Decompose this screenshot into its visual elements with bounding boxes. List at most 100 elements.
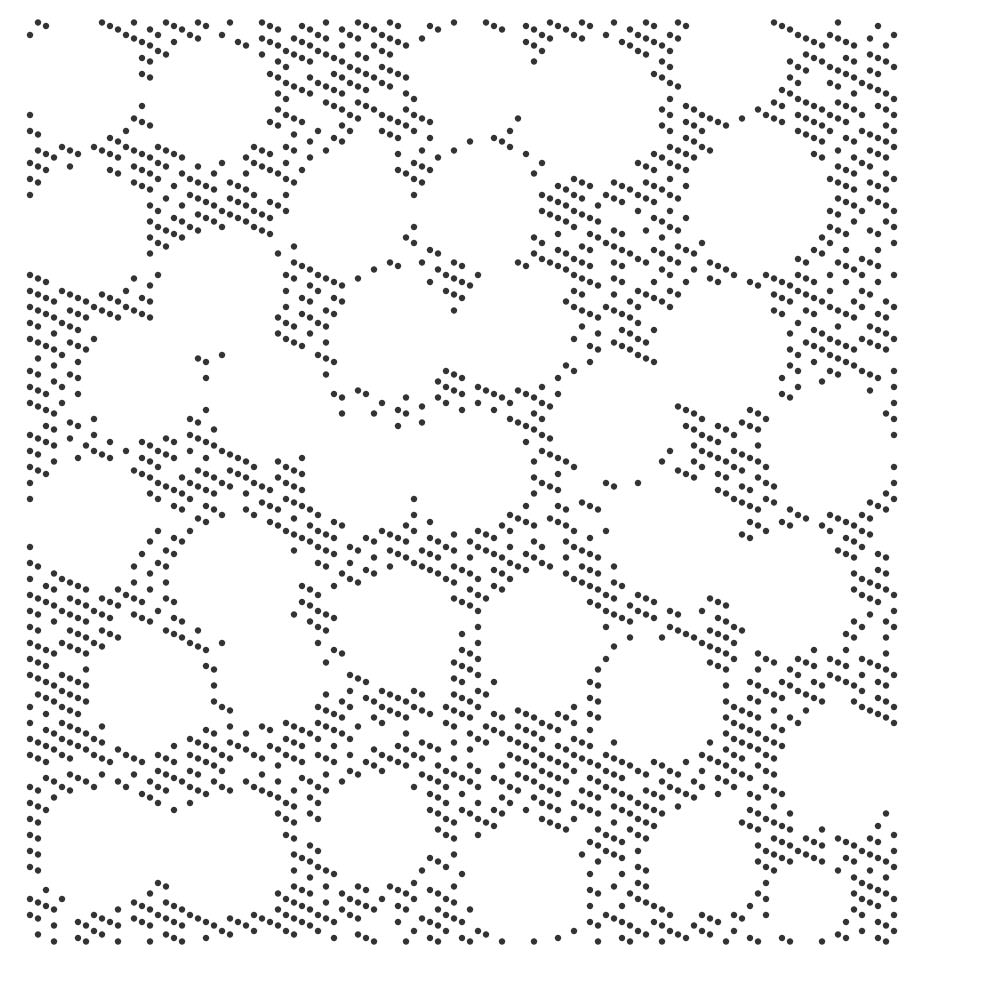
dot xyxy=(154,559,162,567)
dot xyxy=(874,342,882,350)
dot xyxy=(778,310,786,318)
dot xyxy=(770,707,778,714)
dot xyxy=(74,342,82,350)
dot xyxy=(442,271,450,279)
dot xyxy=(754,890,762,897)
dot xyxy=(98,771,106,778)
dot xyxy=(802,67,810,74)
dot xyxy=(282,63,290,71)
dot xyxy=(74,630,82,638)
dot xyxy=(218,639,226,647)
dot xyxy=(754,730,762,737)
dot xyxy=(546,755,554,762)
dot xyxy=(322,99,330,106)
dot xyxy=(274,890,282,897)
dot xyxy=(890,399,898,407)
dot xyxy=(530,234,538,241)
dot xyxy=(50,410,58,417)
dot xyxy=(866,147,874,154)
dot xyxy=(34,691,42,698)
dot xyxy=(34,131,42,138)
dot xyxy=(858,511,866,519)
dot xyxy=(314,751,322,759)
dot xyxy=(834,355,842,362)
dot xyxy=(594,570,602,577)
dot xyxy=(362,390,370,398)
dot xyxy=(570,815,578,823)
dot xyxy=(210,442,218,449)
dot xyxy=(650,822,658,830)
dot xyxy=(346,735,354,743)
dot xyxy=(290,243,298,250)
dot xyxy=(250,783,258,791)
dot xyxy=(146,74,154,81)
dot xyxy=(426,854,434,862)
dot xyxy=(826,207,834,215)
dot xyxy=(842,678,850,686)
dot xyxy=(722,730,730,737)
dot xyxy=(810,38,818,46)
dot xyxy=(666,911,674,919)
dot xyxy=(762,911,770,919)
dot xyxy=(58,783,66,791)
dot xyxy=(794,671,802,679)
dot xyxy=(354,35,362,42)
dot xyxy=(858,335,866,343)
dot xyxy=(434,938,442,945)
dot xyxy=(858,287,866,295)
dot xyxy=(778,374,786,382)
dot xyxy=(706,755,714,762)
dot xyxy=(746,822,754,830)
dot xyxy=(474,783,482,791)
dot xyxy=(570,463,578,471)
dot xyxy=(818,858,826,865)
dot xyxy=(586,870,594,878)
dot xyxy=(338,106,346,113)
dot xyxy=(450,275,458,282)
dot xyxy=(114,170,122,177)
dot xyxy=(490,806,498,814)
dot xyxy=(578,787,586,794)
dot xyxy=(418,563,426,570)
dot xyxy=(754,474,762,481)
dot xyxy=(514,515,522,522)
dot xyxy=(106,310,114,318)
dot xyxy=(866,899,874,906)
dot xyxy=(42,582,50,590)
dot xyxy=(554,726,562,734)
dot xyxy=(42,758,50,766)
dot xyxy=(834,35,842,42)
dot xyxy=(298,918,306,926)
dot xyxy=(666,95,674,103)
dot xyxy=(314,271,322,279)
dot xyxy=(458,806,466,814)
dot xyxy=(826,287,834,295)
dot xyxy=(810,246,818,254)
dot xyxy=(858,655,866,663)
dot xyxy=(754,282,762,289)
dot xyxy=(146,122,154,129)
dot xyxy=(170,230,178,238)
dot xyxy=(650,326,658,334)
dot xyxy=(74,582,82,590)
dot xyxy=(194,915,202,922)
dot xyxy=(106,758,114,766)
dot xyxy=(50,426,58,433)
dot xyxy=(890,335,898,343)
dot xyxy=(554,198,562,206)
dot xyxy=(402,410,410,417)
dot xyxy=(330,550,338,558)
dot xyxy=(58,719,66,727)
dot xyxy=(826,303,834,311)
dot xyxy=(26,111,34,119)
dot xyxy=(426,22,434,30)
dot xyxy=(410,127,418,135)
dot xyxy=(650,22,658,30)
dot xyxy=(42,470,50,478)
dot xyxy=(394,918,402,926)
dot xyxy=(266,742,274,750)
dot xyxy=(850,186,858,193)
dot xyxy=(26,319,34,327)
dot xyxy=(850,266,858,273)
dot xyxy=(202,662,210,670)
